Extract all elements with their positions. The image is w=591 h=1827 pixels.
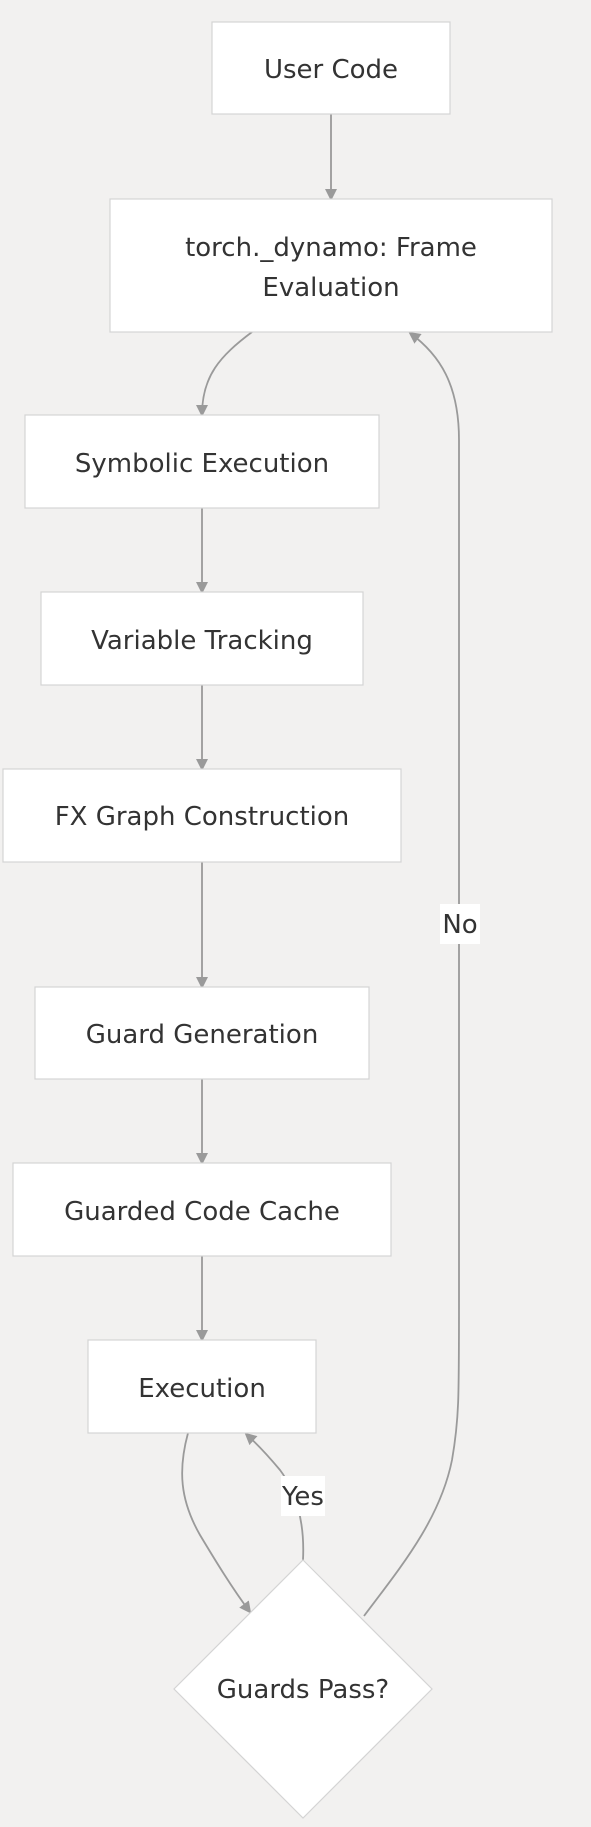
edge-label-no-text: No	[442, 910, 477, 940]
node-execution: Execution	[87, 1339, 317, 1434]
node-fx-graph-construction: FX Graph Construction	[2, 768, 402, 863]
edge-frame-eval-to-symbolic	[196, 331, 253, 417]
edge-execution-to-guards-pass	[181, 1432, 252, 1614]
node-variable-tracking-label: Variable Tracking	[91, 626, 313, 656]
node-frame-evaluation: torch._dynamo: Frame Evaluation	[109, 198, 553, 333]
node-symbolic-execution: Symbolic Execution	[24, 414, 380, 509]
edge-guards-pass-yes-to-execution	[244, 1432, 305, 1561]
node-guard-generation: Guard Generation	[34, 986, 370, 1080]
edge-label-yes-text: Yes	[281, 1482, 324, 1512]
node-frame-evaluation-label-line2: Evaluation	[262, 273, 399, 303]
node-guarded-code-cache: Guarded Code Cache	[12, 1162, 392, 1257]
node-guard-generation-label: Guard Generation	[86, 1020, 319, 1050]
node-user-code-label: User Code	[264, 55, 398, 85]
edges	[181, 114, 460, 1617]
node-variable-tracking: Variable Tracking	[40, 591, 364, 686]
node-fx-graph-construction-label: FX Graph Construction	[55, 802, 350, 832]
node-guards-pass-label: Guards Pass?	[217, 1675, 389, 1705]
node-guards-pass-decision: Guards Pass?	[173, 1559, 433, 1819]
node-user-code: User Code	[211, 21, 451, 115]
edge-label-yes: Yes	[281, 1476, 325, 1516]
edge-guards-pass-no-to-frame-eval	[363, 331, 460, 1617]
node-execution-label: Execution	[138, 1374, 266, 1404]
node-symbolic-execution-label: Symbolic Execution	[75, 449, 329, 479]
node-guarded-code-cache-label: Guarded Code Cache	[64, 1197, 340, 1227]
node-frame-evaluation-label-line1: torch._dynamo: Frame	[185, 233, 477, 263]
edge-label-no: No	[440, 904, 480, 944]
